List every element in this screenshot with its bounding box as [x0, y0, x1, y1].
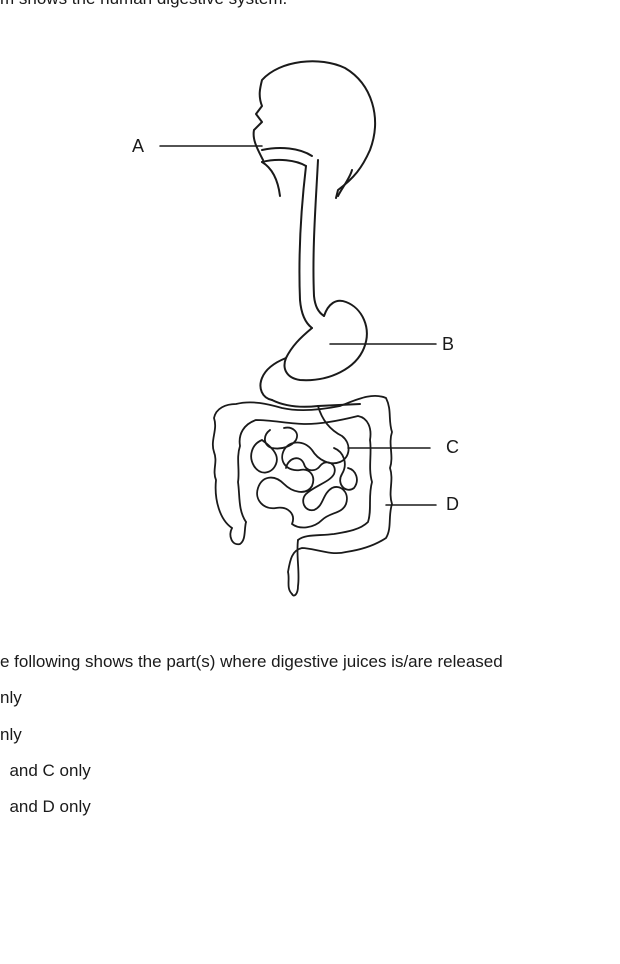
oesophagus-right — [312, 159, 325, 317]
stomach-outlet — [259, 357, 287, 401]
small-intestine — [250, 405, 358, 529]
neck-back — [337, 169, 353, 197]
option-1: nly — [0, 688, 22, 707]
question-text: e following shows the part(s) where dige… — [0, 652, 503, 671]
label-a: A — [132, 136, 145, 156]
digestive-system-diagram — [159, 60, 437, 597]
large-intestine-inner — [237, 415, 373, 541]
rectum — [291, 539, 300, 597]
large-intestine-outer — [211, 394, 393, 595]
head-outline — [252, 60, 377, 199]
intro-text: m shows the human digestive system. — [0, 0, 287, 9]
label-c: C — [446, 437, 459, 457]
stomach — [283, 299, 368, 382]
option-3: and C only — [0, 761, 91, 780]
oesophagus-left — [298, 165, 313, 329]
throat-front — [261, 161, 281, 197]
appendix — [229, 521, 247, 546]
label-d: D — [446, 494, 459, 514]
mouth-line — [261, 147, 313, 157]
option-2: nly — [0, 725, 22, 744]
option-4: and D only — [0, 797, 91, 816]
tongue-line — [261, 158, 307, 167]
label-b: B — [442, 334, 455, 354]
